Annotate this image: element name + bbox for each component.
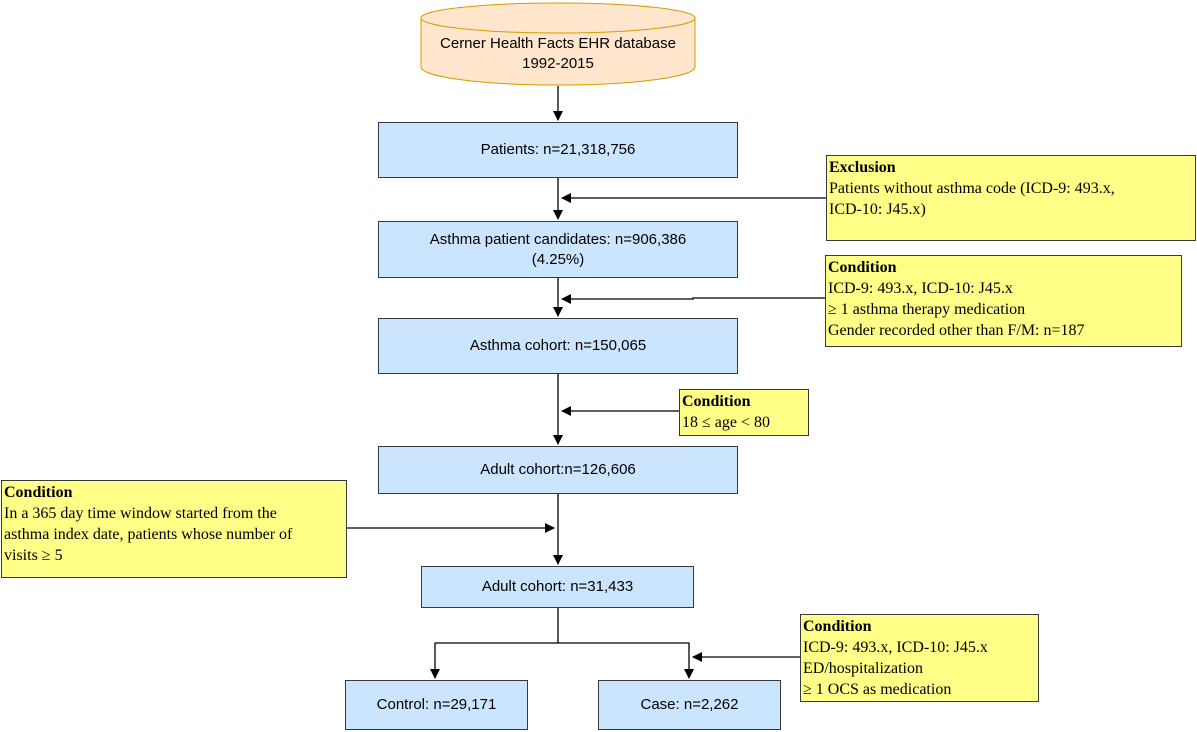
case-label: Case: n=2,262 [640,696,739,713]
split-connector [430,608,559,679]
condition-visits-note: Condition In a 365 day time window start… [1,480,347,578]
asthma-cohort-label: Asthma cohort: n=150,065 [469,337,647,354]
condition-line: ≥ 1 asthma therapy medication [828,301,1026,318]
condition-line: visits ≥ 5 [4,547,63,564]
candidates-percent: (4.25%) [531,250,585,268]
candidates-box: Asthma patient candidates: n=906,386 (4.… [378,221,738,278]
condition-line: ED/hospitalization [803,660,923,677]
condition-case-note: Condition ICD-9: 493.x, ICD-10: J45.x ED… [800,614,1039,702]
exclusion-line: Patients without asthma code (ICD-9: 493… [829,180,1115,197]
condition-line: ICD-9: 493.x, ICD-10: J45.x [828,280,1013,297]
case-box: Case: n=2,262 [598,680,781,730]
condition-line: asthma index date, patients whose number… [4,526,293,543]
split-connector-case [558,642,694,679]
patients-box: Patients: n=21,318,756 [378,122,738,178]
exclusion-note: Exclusion Patients without asthma code (… [826,155,1196,241]
control-box: Control: n=29,171 [345,680,528,730]
condition-heading: Condition [828,259,897,276]
condition-heading: Condition [682,393,751,410]
database-label: Cerner Health Facts EHR database 1992-20… [420,34,696,74]
adult-cohort-label: Adult cohort:n=126,606 [480,461,636,478]
database-name: Cerner Health Facts EHR database [440,35,676,52]
patients-label: Patients: n=21,318,756 [480,141,636,158]
condition-line: 18 ≤ age < 80 [682,414,771,431]
condition-codes-note: Condition ICD-9: 493.x, ICD-10: J45.x ≥ … [825,255,1182,347]
database-cylinder-icon [420,2,696,86]
condition-age-note: Condition 18 ≤ age < 80 [679,389,809,436]
adult-cohort-visits-label: Adult cohort: n=31,433 [481,578,634,595]
database-years: 1992-2015 [522,55,594,72]
condition-line: Gender recorded other than F/M: n=187 [828,322,1085,339]
condition-heading: Condition [4,484,73,501]
condition-heading: Condition [803,618,872,635]
asthma-cohort-box: Asthma cohort: n=150,065 [378,318,738,374]
condition-line: ≥ 1 OCS as medication [803,681,952,698]
adult-cohort-visits-box: Adult cohort: n=31,433 [421,566,694,608]
exclusion-line: ICD-10: J45.x) [829,201,926,218]
condition-line: In a 365 day time window started from th… [4,505,277,522]
adult-cohort-box: Adult cohort:n=126,606 [378,446,738,494]
control-label: Control: n=29,171 [376,696,497,713]
condition-line: ICD-9: 493.x, ICD-10: J45.x [803,639,988,656]
arrow-condition-codes [561,294,826,304]
candidates-label: Asthma patient candidates: n=906,386 [429,230,687,248]
exclusion-heading: Exclusion [829,159,896,176]
